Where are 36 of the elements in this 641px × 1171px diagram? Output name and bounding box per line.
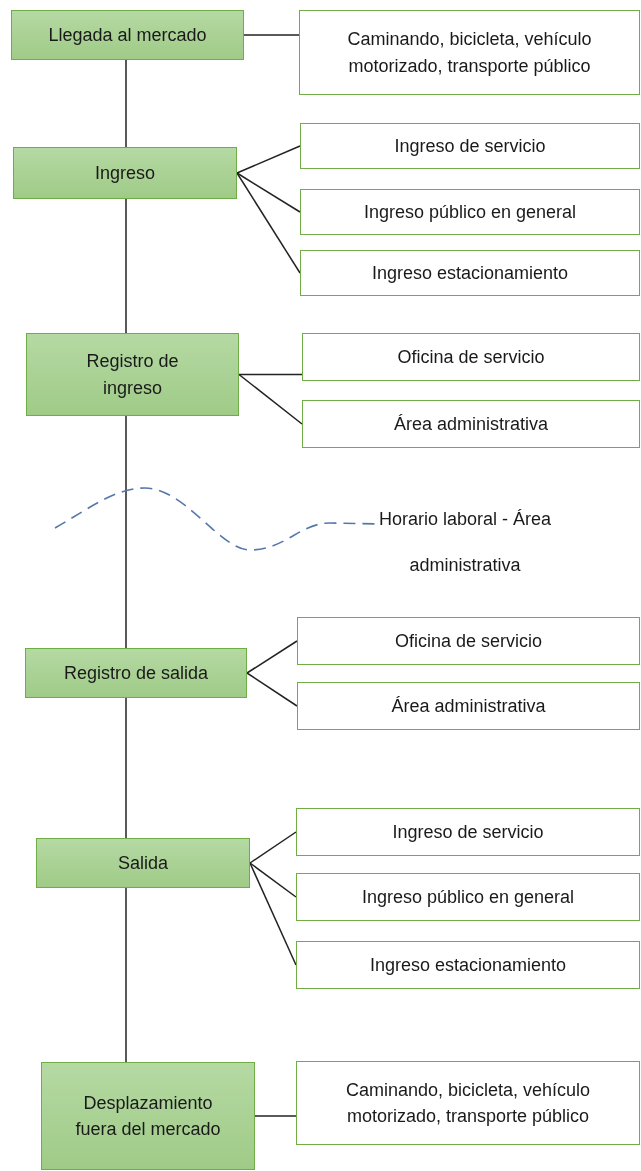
connector-line bbox=[125, 59, 127, 148]
process-box: Salida bbox=[36, 838, 250, 888]
option-box: Ingreso público en general bbox=[296, 873, 640, 921]
connector-line bbox=[236, 145, 301, 174]
connector-line bbox=[249, 831, 297, 864]
process-box: Registro de salida bbox=[25, 648, 247, 698]
connector-line bbox=[125, 887, 127, 1063]
connector-line bbox=[238, 373, 303, 425]
connector-line bbox=[236, 172, 301, 213]
option-box: Oficina de servicio bbox=[302, 333, 640, 381]
connector-line bbox=[246, 672, 298, 707]
option-box: Ingreso estacionamiento bbox=[296, 941, 640, 989]
connector-line bbox=[249, 862, 297, 898]
process-box: Registro de ingreso bbox=[26, 333, 239, 416]
option-box: Ingreso estacionamiento bbox=[300, 250, 640, 296]
option-box: Ingreso público en general bbox=[300, 189, 640, 235]
connector-line bbox=[246, 640, 298, 674]
connector-line bbox=[125, 198, 127, 334]
option-box: Ingreso de servicio bbox=[296, 808, 640, 856]
connector-line bbox=[238, 373, 303, 376]
option-box: Oficina de servicio bbox=[297, 617, 640, 665]
connector-line bbox=[254, 1115, 297, 1117]
process-box: Desplazamiento fuera del mercado bbox=[41, 1062, 255, 1170]
connector-line bbox=[243, 34, 300, 36]
connector-line bbox=[125, 697, 127, 839]
process-box: Llegada al mercado bbox=[11, 10, 244, 60]
option-box: Caminando, bicicleta, vehículo motorizado, transporte público bbox=[299, 10, 640, 95]
connector-line bbox=[236, 172, 301, 274]
connector-line bbox=[125, 415, 127, 649]
option-box: Área administrativa bbox=[297, 682, 640, 730]
option-box: Ingreso de servicio bbox=[300, 123, 640, 169]
process-box: Ingreso bbox=[13, 147, 237, 199]
option-box: Área administrativa bbox=[302, 400, 640, 448]
connector-line bbox=[249, 862, 297, 966]
option-box: Caminando, bicicleta, vehículo motorizado, transporte público bbox=[296, 1061, 640, 1145]
note-text: Horario laboral - Área administrativa bbox=[377, 508, 553, 577]
